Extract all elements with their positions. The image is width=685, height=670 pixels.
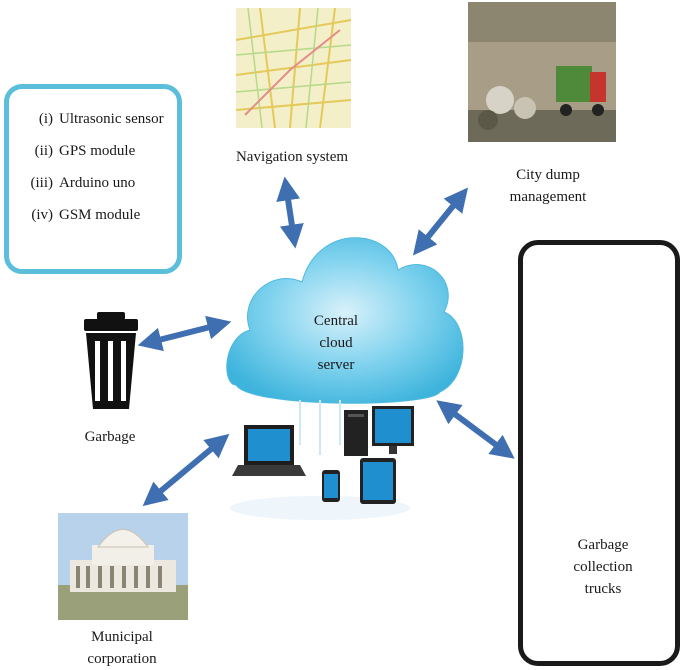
arrow-municipal-devices	[142, 433, 230, 507]
trucks-line-3: trucks	[584, 581, 622, 597]
arrow-garbage-cloud	[137, 315, 232, 352]
trucks-box	[518, 240, 680, 666]
municipal-corporation-label: Municipal corporation	[62, 626, 182, 670]
arrow-dump-cloud	[412, 187, 469, 256]
navigation-system-label: Navigation system	[235, 149, 349, 165]
component-text: GSM module	[59, 207, 141, 223]
garbage-trucks-label: Garbage collection trucks	[548, 534, 658, 600]
component-text: GPS module	[59, 143, 136, 159]
component-item: (iv) GSM module	[9, 199, 177, 231]
component-item: (i) Ultrasonic sensor	[9, 103, 177, 135]
municipal-line-2: corporation	[87, 651, 157, 667]
municipal-building-image	[58, 513, 188, 620]
navigation-map-image	[235, 7, 352, 129]
trucks-line-1: Garbage	[577, 537, 629, 553]
cloud-line-2: cloud	[319, 335, 353, 351]
component-text: Ultrasonic sensor	[59, 111, 164, 127]
component-number: (ii)	[34, 143, 53, 159]
central-cloud-shape	[226, 237, 464, 404]
garbage-bin-icon	[84, 312, 138, 409]
component-number: (iii)	[30, 175, 54, 191]
components-box: (i) Ultrasonic sensor (ii) GPS module (iii…	[4, 84, 182, 274]
trucks-line-2: collection	[573, 559, 633, 575]
component-item: (iii) Arduino uno	[9, 167, 177, 199]
city-dump-line-2: management	[509, 189, 587, 205]
central-cloud-server-label: Central cloud server	[296, 310, 376, 376]
component-number: (i)	[38, 111, 53, 127]
cloud-line-3: server	[317, 357, 355, 373]
city-dump-line-1: City dump	[516, 167, 580, 183]
garbage-label: Garbage	[84, 429, 136, 445]
arrow-devices-trucks	[436, 400, 515, 459]
devices-image	[230, 400, 414, 520]
component-number: (iv)	[31, 207, 53, 223]
component-text: Arduino uno	[59, 175, 136, 191]
components-list: (i) Ultrasonic sensor (ii) GPS module (iii…	[9, 103, 177, 231]
city-dump-label: City dump management	[478, 164, 618, 208]
municipal-line-1: Municipal	[91, 629, 153, 645]
city-dump-image	[468, 2, 616, 142]
arrow-navigation-cloud	[276, 176, 304, 249]
cloud-line-1: Central	[313, 313, 359, 329]
component-item: (ii) GPS module	[9, 135, 177, 167]
